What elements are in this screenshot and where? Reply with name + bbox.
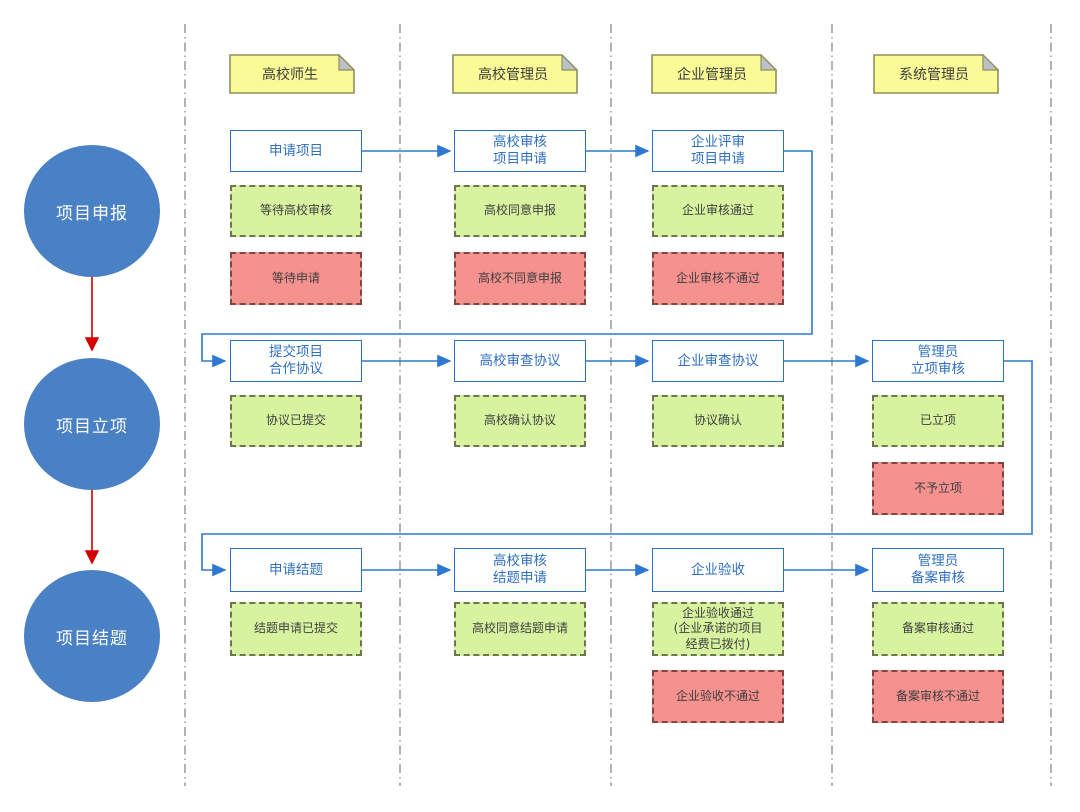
process-apply-project: 申请项目 bbox=[230, 130, 362, 172]
status-agreement-confirmed: 协议确认 bbox=[652, 395, 784, 447]
process-apply-conclusion: 申请结题 bbox=[230, 548, 362, 592]
note-shape bbox=[229, 54, 355, 94]
lane-header-university-staff: 高校师生 bbox=[229, 54, 355, 94]
status-university-approved-declaration: 高校同意申报 bbox=[454, 185, 586, 237]
lane-header-label: 系统管理员 bbox=[899, 67, 969, 83]
status-project-not-approved: 不予立项 bbox=[872, 462, 1004, 515]
process-enterprise-review-application: 企业评审 项目申请 bbox=[652, 130, 784, 172]
lane-header-system-admin: 系统管理员 bbox=[873, 54, 999, 94]
note-shape bbox=[651, 54, 777, 94]
status-record-review-failed: 备案审核不通过 bbox=[872, 670, 1004, 723]
status-enterprise-acceptance-passed: 企业验收通过 (企业承诺的项目 经费已拨付) bbox=[652, 602, 784, 656]
lane-header-university-admin: 高校管理员 bbox=[452, 54, 578, 94]
status-university-confirmed-agreement: 高校确认协议 bbox=[454, 395, 586, 447]
lane-header-label: 企业管理员 bbox=[677, 67, 747, 83]
phase-circle-project-conclusion: 项目结题 bbox=[24, 570, 160, 702]
process-university-review-conclusion: 高校审核 结题申请 bbox=[454, 548, 586, 592]
lane-header-label: 高校管理员 bbox=[478, 67, 548, 83]
status-enterprise-review-passed: 企业审核通过 bbox=[652, 185, 784, 237]
process-admin-approval-review: 管理员 立项审核 bbox=[872, 340, 1004, 382]
status-enterprise-review-failed: 企业审核不通过 bbox=[652, 252, 784, 305]
process-university-review-agreement: 高校审查协议 bbox=[454, 340, 586, 382]
phase-circle-project-declaration: 项目申报 bbox=[24, 145, 160, 277]
status-waiting-application: 等待申请 bbox=[230, 252, 362, 305]
status-university-rejected-declaration: 高校不同意申报 bbox=[454, 252, 586, 305]
phase-label: 项目立项 bbox=[56, 416, 128, 437]
status-conclusion-application-submitted: 结题申请已提交 bbox=[230, 602, 362, 656]
lane-header-label: 高校师生 bbox=[262, 67, 318, 83]
process-admin-record-review: 管理员 备案审核 bbox=[872, 548, 1004, 592]
process-university-review-application: 高校审核 项目申请 bbox=[454, 130, 586, 172]
status-project-approved: 已立项 bbox=[872, 395, 1004, 447]
process-enterprise-acceptance: 企业验收 bbox=[652, 548, 784, 592]
phase-label: 项目申报 bbox=[56, 203, 128, 224]
status-agreement-submitted: 协议已提交 bbox=[230, 395, 362, 447]
note-shape bbox=[873, 54, 999, 94]
status-university-approved-conclusion: 高校同意结题申请 bbox=[454, 602, 586, 656]
process-submit-cooperation-agreement: 提交项目 合作协议 bbox=[230, 340, 362, 382]
lane-header-enterprise-admin: 企业管理员 bbox=[651, 54, 777, 94]
status-record-review-passed: 备案审核通过 bbox=[872, 602, 1004, 656]
status-enterprise-acceptance-failed: 企业验收不通过 bbox=[652, 670, 784, 723]
process-enterprise-review-agreement: 企业审查协议 bbox=[652, 340, 784, 382]
status-waiting-university-review: 等待高校审核 bbox=[230, 185, 362, 237]
note-shape bbox=[452, 54, 578, 94]
phase-circle-project-approval: 项目立项 bbox=[24, 358, 160, 490]
phase-label: 项目结题 bbox=[56, 628, 128, 649]
